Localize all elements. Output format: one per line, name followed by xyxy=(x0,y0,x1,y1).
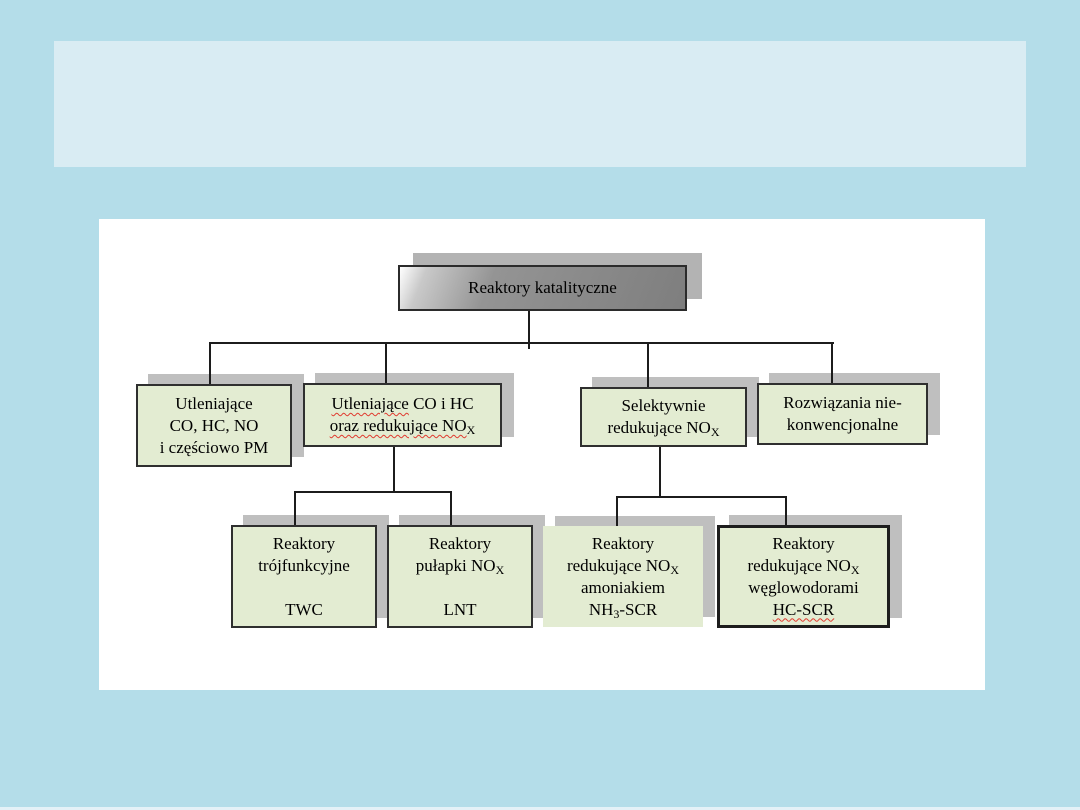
connector-drop-selective xyxy=(647,342,649,388)
node-code-label: NH3-SCR xyxy=(588,599,658,621)
connector-root-vertical xyxy=(528,311,530,349)
node-label-line: Rozwiązania nie- xyxy=(783,393,902,412)
node-oxidizing-reducing: Utleniające CO i HC oraz redukujące NOX xyxy=(303,383,502,447)
connector-twc-lnt-horizontal xyxy=(294,491,452,493)
connector-drop-oxidizing xyxy=(209,342,211,385)
node-label-line: redukujące NOX xyxy=(747,555,860,577)
node-label-line: redukujące NOX xyxy=(607,418,720,439)
node-root: Reaktory katalityczne xyxy=(398,265,687,311)
node-code-label: TWC xyxy=(285,599,323,619)
node-label-line: Reaktory xyxy=(272,533,336,553)
connector-drop-oxidizing-reducing xyxy=(385,342,387,384)
connector-scr-horizontal xyxy=(616,496,787,498)
node-label-line: pułapki NOX xyxy=(415,555,505,577)
node-label-line: CO, HC, NO xyxy=(169,415,259,435)
node-label-line: i częściowo PM xyxy=(159,437,269,457)
connector-drop-nh3scr xyxy=(616,496,618,527)
node-label-line: Reaktory xyxy=(772,533,835,553)
node-unconventional: Rozwiązania nie- konwencjonalne xyxy=(757,383,928,445)
connector-drop-unconventional xyxy=(831,342,833,384)
node-label-line: konwencjonalne xyxy=(786,415,899,434)
node-label-line: oraz redukujące NOX xyxy=(329,416,476,437)
node-label-line: Utleniające xyxy=(175,393,253,413)
connector-selective-vertical xyxy=(659,447,661,498)
node-nh3scr: Reaktory redukujące NOX amoniakiem NH3-S… xyxy=(543,526,703,627)
node-root-label: Reaktory katalityczne xyxy=(468,278,617,297)
node-label-line: amoniakiem xyxy=(580,577,666,597)
node-label-line: trójfunkcyjne xyxy=(258,555,350,575)
node-label-line: Selektywnie xyxy=(621,396,706,415)
connector-drop-lnt xyxy=(450,491,452,526)
connector-level2-horizontal xyxy=(209,342,834,344)
title-placeholder xyxy=(54,41,1026,167)
node-hcscr: Reaktory redukujące NOX węglowodorami HC… xyxy=(717,525,890,628)
node-selective: Selektywnie redukujące NOX xyxy=(580,387,747,447)
connector-oxidizing-reducing-vertical xyxy=(393,447,395,493)
node-label-line: Utleniające CO i HC xyxy=(331,394,474,413)
node-lnt: Reaktory pułapki NOX LNT xyxy=(387,525,533,628)
node-code-label: LNT xyxy=(443,599,477,619)
node-twc: Reaktory trójfunkcyjne TWC xyxy=(231,525,377,628)
connector-drop-twc xyxy=(294,491,296,526)
node-label-line: Reaktory xyxy=(428,533,492,553)
slide-bottom-edge xyxy=(0,807,1080,810)
node-oxidizing: Utleniające CO, HC, NO i częściowo PM xyxy=(136,384,292,467)
node-code-label: HC-SCR xyxy=(772,599,835,619)
node-label-line: redukujące NOX xyxy=(566,555,680,577)
node-label-line: Reaktory xyxy=(591,533,655,553)
node-label-line: węglowodorami xyxy=(748,577,859,597)
connector-drop-hcscr xyxy=(785,496,787,526)
